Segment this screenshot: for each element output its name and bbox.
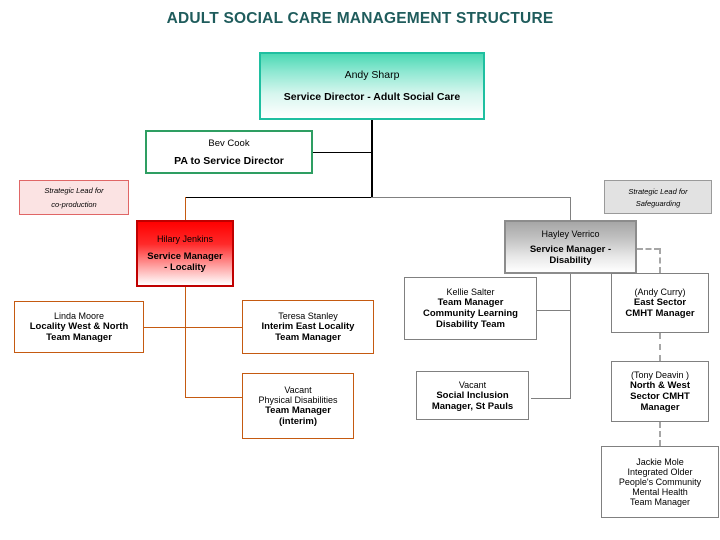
jackie-role-2: People's Community (618, 477, 702, 487)
page-title: ADULT SOCIAL CARE MANAGEMENT STRUCTURE (166, 10, 554, 27)
teresa-role-2: Team Manager (275, 332, 341, 343)
andy-curry-role-2: CMHT Manager (625, 308, 695, 319)
connector-hilary-to-vacant-pd (185, 397, 242, 398)
safeguarding-line1: Strategic Lead for (628, 186, 688, 196)
connector-pa-stub (313, 152, 372, 153)
box-jackie-mole[interactable]: Jackie Mole Integrated Older People's Co… (601, 446, 719, 518)
jackie-name: Jackie Mole (636, 457, 684, 467)
kellie-role-1: Team Manager (437, 297, 504, 308)
connector-hayley-spine (570, 274, 571, 399)
connector-hilary-to-teresa (185, 327, 242, 328)
linda-role-1: Locality West & North (29, 321, 129, 332)
box-teresa-stanley[interactable]: Teresa Stanley Interim East Locality Tea… (242, 300, 374, 354)
connector-hilary-to-linda (144, 327, 186, 328)
andy-curry-role-1: East Sector (633, 297, 687, 308)
connector-hilary-spine (185, 287, 186, 397)
jackie-role-1: Integrated Older (627, 467, 693, 477)
tony-deavin-role-2: Sector CMHT (630, 391, 690, 402)
box-pa-to-service-director[interactable]: Bev Cook PA to Service Director (145, 130, 313, 174)
vacant-si-role-1: Social Inclusion (436, 389, 509, 401)
connector-cmht-dashed-top (659, 248, 661, 273)
connector-hayley-to-kellie (537, 310, 571, 311)
box-kellie-salter[interactable]: Kellie Salter Team Manager Community Lea… (404, 277, 537, 340)
box-andy-curry[interactable]: (Andy Curry) East Sector CMHT Manager (611, 273, 709, 333)
box-hilary-jenkins[interactable]: Hilary Jenkins Service Manager - Localit… (136, 220, 234, 287)
box-linda-moore[interactable]: Linda Moore Locality West & North Team M… (14, 301, 144, 353)
box-strategic-lead-coproduction[interactable]: Strategic Lead for co-production (19, 180, 129, 215)
linda-name: Linda Moore (53, 311, 105, 321)
safeguarding-line2: Safeguarding (635, 198, 681, 208)
pa-name: Bev Cook (208, 137, 250, 149)
coproduction-line2: co-production (51, 200, 97, 209)
vacant-pd-role-2: Team Manager (265, 405, 331, 416)
hayley-role-1: Service Manager - (529, 243, 612, 255)
vacant-si-role-2: Manager, St Pauls (431, 400, 514, 412)
pa-role: PA to Service Director (174, 154, 284, 167)
andy-curry-name: (Andy Curry) (634, 287, 686, 297)
box-vacant-social-inclusion[interactable]: Vacant Social Inclusion Manager, St Paul… (416, 371, 529, 420)
vacant-pd-name: Vacant (284, 385, 312, 395)
vacant-pd-role-1: Physical Disabilities (258, 395, 338, 405)
tony-deavin-name: (Tony Deavin ) (630, 370, 690, 380)
connector-main-bus-right (371, 197, 571, 198)
hilary-name: Hilary Jenkins (156, 234, 214, 244)
tony-deavin-role-1: North & West (630, 380, 690, 391)
director-role: Service Director - Adult Social Care (283, 91, 461, 103)
connector-to-hilary (185, 197, 186, 220)
box-strategic-lead-safeguarding[interactable]: Strategic Lead for Safeguarding (604, 180, 712, 214)
box-hayley-verrico[interactable]: Hayley Verrico Service Manager - Disabil… (504, 220, 637, 274)
connector-cmht-dashed-bottom (659, 422, 661, 446)
hayley-role-2: Disability (549, 254, 592, 266)
connector-to-hayley (570, 197, 571, 220)
kellie-name: Kellie Salter (446, 287, 495, 297)
teresa-role-1: Interim East Locality (261, 321, 355, 332)
tony-deavin-role-3: Manager (640, 402, 680, 413)
vacant-pd-role-3: (interim) (279, 416, 317, 427)
director-name: Andy Sharp (344, 69, 400, 81)
kellie-role-2: Community Learning (422, 308, 518, 319)
hilary-role-1: Service Manager (147, 251, 223, 262)
connector-director-trunk (371, 120, 373, 198)
hilary-role-2: - Locality (164, 262, 206, 273)
linda-role-2: Team Manager (46, 332, 112, 343)
teresa-name: Teresa Stanley (278, 311, 338, 321)
jackie-role-3: Mental Health (632, 487, 688, 497)
box-vacant-physical-disabilities[interactable]: Vacant Physical Disabilities Team Manage… (242, 373, 354, 439)
kellie-role-3: Disability Team (436, 319, 505, 330)
hayley-name: Hayley Verrico (541, 228, 600, 239)
connector-cmht-dashed-mid (659, 333, 661, 361)
connector-main-bus (185, 197, 372, 198)
vacant-si-name: Vacant (458, 379, 487, 390)
box-tony-deavin[interactable]: (Tony Deavin ) North & West Sector CMHT … (611, 361, 709, 422)
box-service-director[interactable]: Andy Sharp Service Director - Adult Soci… (259, 52, 485, 120)
connector-hayley-dashed-h (637, 248, 660, 250)
connector-hayley-to-vacant-si (531, 398, 571, 399)
jackie-role-4: Team Manager (629, 497, 691, 507)
coproduction-line1: Strategic Lead for (44, 186, 104, 195)
